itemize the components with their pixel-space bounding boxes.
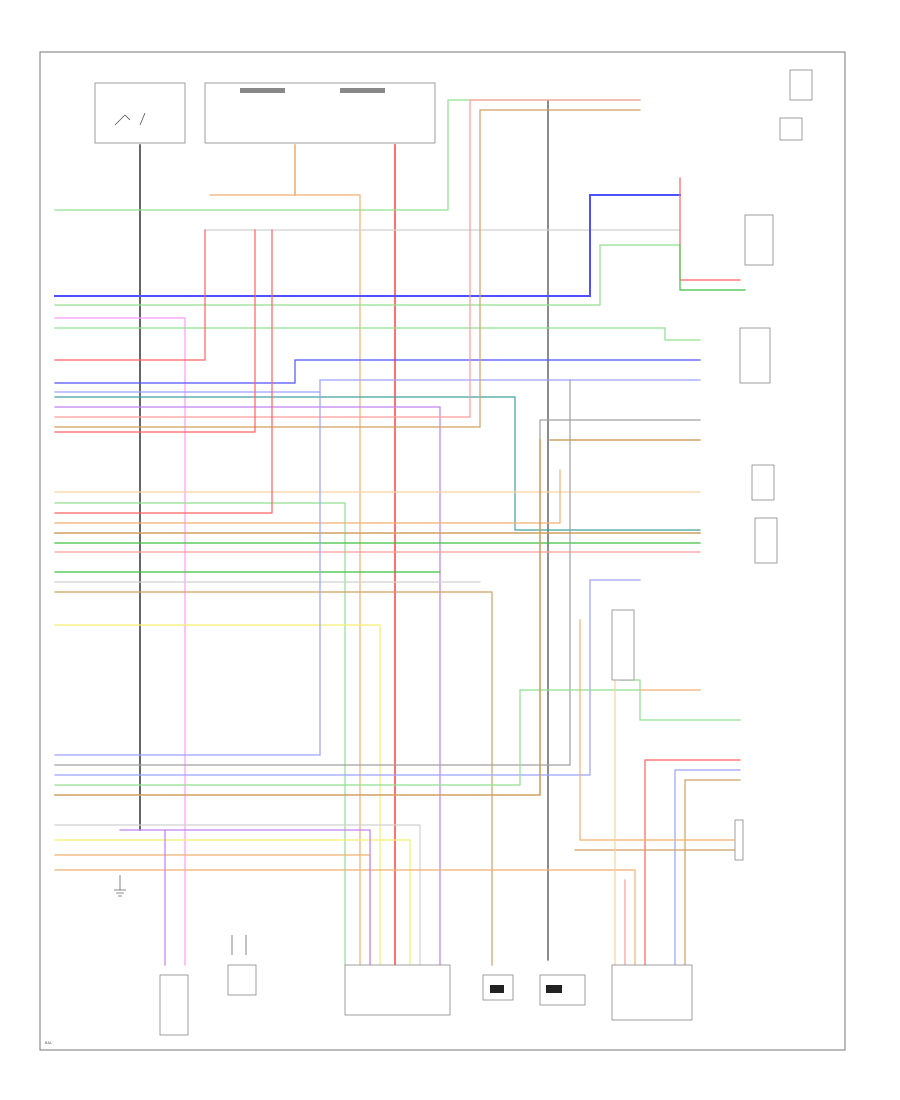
bottom-components bbox=[114, 875, 693, 1036]
wire-ltgreen-40 bbox=[619, 679, 741, 721]
wire-teal-11 bbox=[54, 396, 701, 531]
wire-blue-4 bbox=[54, 194, 681, 297]
wire-grey-30 bbox=[54, 379, 571, 766]
ground-symbol bbox=[114, 875, 126, 897]
wire-dkgreen-39 bbox=[679, 244, 746, 291]
sensor-element-2 bbox=[546, 985, 562, 993]
wire-tan-27 bbox=[54, 591, 493, 966]
component-box-6 bbox=[754, 517, 778, 564]
wire-green-7 bbox=[54, 327, 701, 341]
relay-coil bbox=[231, 935, 247, 955]
wire-green-5 bbox=[54, 244, 681, 306]
fuse-junction-box bbox=[204, 82, 436, 144]
wire-red-42 bbox=[644, 759, 741, 966]
connector-bottom-1 bbox=[159, 974, 189, 1036]
switch-contact bbox=[114, 112, 146, 126]
wire-orange-21 bbox=[54, 469, 561, 524]
component-box-7 bbox=[611, 609, 635, 681]
diagram-frame bbox=[39, 51, 846, 1051]
wire-tan-44 bbox=[684, 779, 741, 966]
wire-tan-33 bbox=[54, 439, 541, 796]
wire-ltblue-9 bbox=[54, 359, 701, 384]
transmission-connector bbox=[344, 964, 451, 1016]
wire-grey-34 bbox=[54, 824, 421, 966]
wire-blue-29 bbox=[54, 391, 321, 756]
component-box-3 bbox=[744, 214, 774, 266]
fuse-block-label-left bbox=[240, 88, 285, 93]
fuse-block-label-right bbox=[340, 88, 385, 93]
wire-violet-50 bbox=[119, 829, 371, 966]
wire-grey-16 bbox=[539, 419, 701, 471]
sensor-element-1 bbox=[490, 985, 504, 993]
wire-red-38 bbox=[679, 177, 741, 281]
connector-bottom-2 bbox=[227, 964, 257, 996]
wire-orange-2 bbox=[209, 194, 361, 966]
wire-red-13 bbox=[54, 99, 641, 418]
wire-red-15 bbox=[54, 229, 256, 433]
wire-blue-31 bbox=[54, 579, 641, 776]
wire-yellow-28 bbox=[54, 624, 381, 966]
wire-orange-45 bbox=[579, 619, 741, 841]
wire-orange-36 bbox=[54, 854, 371, 966]
wire-blue-10 bbox=[54, 379, 701, 393]
footer-code: B&L bbox=[45, 1041, 52, 1045]
component-box-1 bbox=[789, 69, 813, 101]
wire-pink-6 bbox=[54, 317, 186, 966]
wire-violet-12 bbox=[54, 406, 441, 966]
right-components bbox=[611, 69, 813, 861]
component-box-5 bbox=[751, 464, 775, 501]
transmission-control-connector bbox=[611, 964, 693, 1021]
wire-green-32 bbox=[54, 689, 641, 786]
wire-blue-43 bbox=[674, 769, 741, 966]
component-box-2 bbox=[779, 117, 803, 141]
wire-orange-37 bbox=[54, 869, 636, 966]
wire-pink-20 bbox=[54, 229, 273, 514]
component-box-8 bbox=[734, 819, 744, 861]
wire-yellow-35 bbox=[54, 839, 411, 966]
wire-green-1 bbox=[54, 99, 641, 211]
ignition-switch-box bbox=[94, 82, 186, 144]
component-box-4 bbox=[739, 327, 771, 384]
wire-group bbox=[54, 99, 746, 971]
wire-red-8 bbox=[54, 229, 206, 361]
wire-green-19 bbox=[54, 502, 346, 966]
wire-tan-14 bbox=[54, 109, 641, 428]
